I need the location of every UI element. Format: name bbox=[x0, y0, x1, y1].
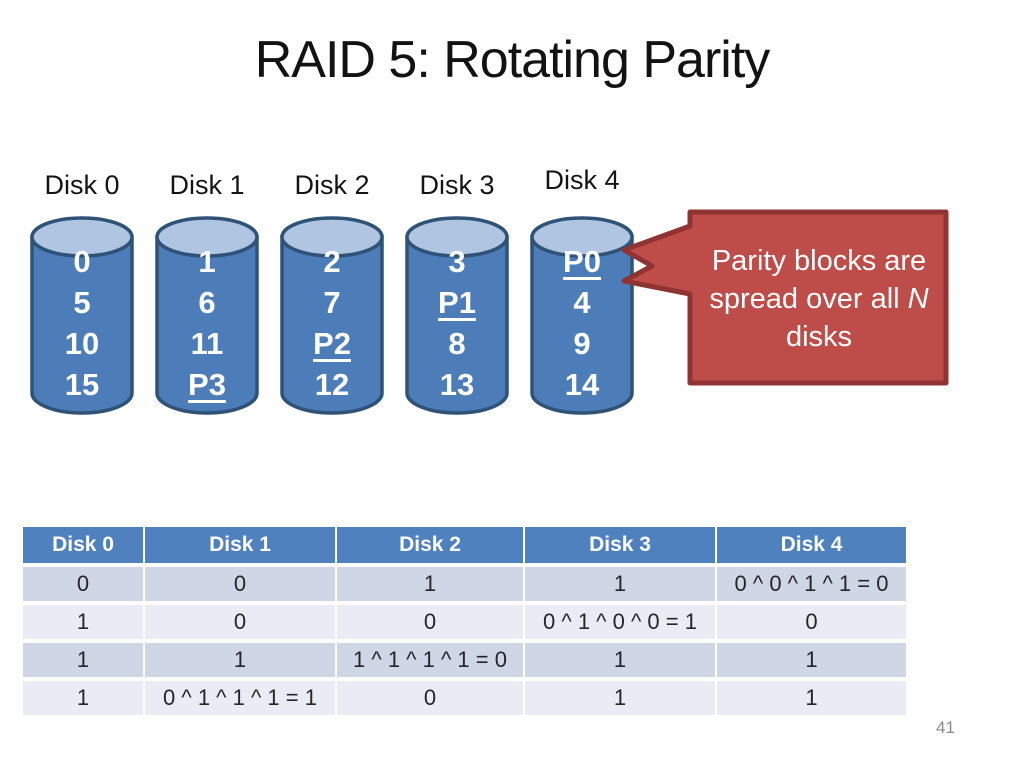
disk-cylinder-icon bbox=[405, 216, 509, 415]
table-cell: 1 bbox=[717, 681, 906, 715]
table-cell: 1 bbox=[337, 567, 523, 601]
disk-cylinder-icon bbox=[530, 216, 634, 415]
table-cell: 1 ^ 1 ^ 1 ^ 1 = 0 bbox=[337, 643, 523, 677]
page-title: RAID 5: Rotating Parity bbox=[254, 31, 771, 89]
table-cell: 0 ^ 1 ^ 1 ^ 1 = 1 bbox=[145, 681, 335, 715]
table-cell: 1 bbox=[525, 681, 715, 715]
cylinder-graphic: P0 4 9 14 bbox=[528, 215, 636, 417]
cylinder-graphic: 2 7 P2 12 bbox=[278, 215, 386, 417]
block-value: 6 bbox=[198, 285, 216, 320]
disk-blocks: 3 P1 8 13 bbox=[403, 241, 511, 405]
table-header-cell: Disk 2 bbox=[337, 527, 523, 563]
disk-column-0: Disk 0 0 5 10 15 bbox=[28, 172, 136, 417]
table-header-cell: Disk 3 bbox=[525, 527, 715, 563]
table-cell: 0 ^ 0 ^ 1 ^ 1 = 0 bbox=[717, 567, 906, 601]
disk-blocks: 0 5 10 15 bbox=[28, 241, 136, 405]
block-value: 2 bbox=[323, 244, 341, 279]
table-cell: 0 bbox=[145, 605, 335, 639]
disk-blocks: P0 4 9 14 bbox=[528, 241, 636, 405]
cylinder-graphic: 1 6 11 P3 bbox=[153, 215, 261, 417]
cylinder-graphic: 3 P1 8 13 bbox=[403, 215, 511, 417]
table-cell: 0 bbox=[145, 567, 335, 601]
table-cell: 0 ^ 1 ^ 0 ^ 0 = 1 bbox=[525, 605, 715, 639]
block-value: 7 bbox=[323, 285, 341, 320]
disk-column-4: Disk 4 P0 4 9 14 bbox=[528, 167, 636, 417]
table-header-cell: Disk 1 bbox=[145, 527, 335, 563]
block-value: 12 bbox=[314, 367, 350, 402]
block-value: 8 bbox=[448, 326, 466, 361]
disk-blocks: 1 6 11 P3 bbox=[153, 241, 261, 405]
disk-label: Disk 3 bbox=[419, 170, 495, 200]
block-value: 10 bbox=[64, 326, 100, 361]
block-value: 3 bbox=[448, 244, 466, 279]
parity-block-value: P0 bbox=[563, 244, 601, 279]
block-value: 4 bbox=[573, 285, 591, 320]
table-cell: 1 bbox=[525, 643, 715, 677]
disk-label: Disk 1 bbox=[169, 170, 245, 200]
callout-text-before: Parity blocks are spread over all bbox=[709, 245, 927, 315]
table-cell: 1 bbox=[145, 643, 335, 677]
table-cell: 0 bbox=[337, 605, 523, 639]
table-header-cell: Disk 0 bbox=[23, 527, 143, 563]
block-value: 9 bbox=[573, 326, 591, 361]
block-value: 15 bbox=[64, 367, 100, 402]
disk-cylinder-icon bbox=[280, 216, 384, 415]
disk-column-1: Disk 1 1 6 11 P3 bbox=[153, 172, 261, 417]
table-cell: 1 bbox=[23, 643, 143, 677]
table-cell: 0 bbox=[337, 681, 523, 715]
parity-block-value: P3 bbox=[188, 367, 226, 402]
callout-emphasis: N bbox=[907, 283, 929, 315]
block-value: 13 bbox=[439, 367, 475, 402]
block-value: 5 bbox=[73, 285, 91, 320]
disk-blocks: 2 7 P2 12 bbox=[278, 241, 386, 405]
callout-text-after: disks bbox=[785, 321, 853, 353]
disk-label: Disk 2 bbox=[294, 170, 370, 200]
block-value: 14 bbox=[564, 367, 600, 402]
block-value: 1 bbox=[198, 244, 216, 279]
table-cell: 1 bbox=[525, 567, 715, 601]
table-cell: 0 bbox=[23, 567, 143, 601]
disk-cylinder-icon bbox=[155, 216, 259, 415]
callout-text: Parity blocks are spread over all N disk… bbox=[690, 242, 948, 356]
disk-column-3: Disk 3 3 P1 8 13 bbox=[403, 172, 511, 417]
parity-table: Disk 0 Disk 1 Disk 2 Disk 3 Disk 4 0 0 1… bbox=[23, 527, 906, 715]
table-cell: 1 bbox=[717, 643, 906, 677]
block-value: 11 bbox=[190, 326, 224, 361]
disk-label: Disk 0 bbox=[44, 170, 120, 200]
callout-bubble bbox=[621, 209, 949, 386]
disk-cylinder-icon bbox=[30, 216, 134, 415]
parity-block-value: P1 bbox=[438, 285, 476, 320]
parity-block-value: P2 bbox=[313, 326, 351, 361]
disk-label: Disk 4 bbox=[544, 165, 620, 195]
block-value: 0 bbox=[73, 244, 91, 279]
table-cell: 1 bbox=[23, 681, 143, 715]
table-cell: 1 bbox=[23, 605, 143, 639]
cylinder-graphic: 0 5 10 15 bbox=[28, 215, 136, 417]
table-header-cell: Disk 4 bbox=[717, 527, 906, 563]
table-cell: 0 bbox=[717, 605, 906, 639]
slide-number: 41 bbox=[936, 718, 955, 737]
disk-column-2: Disk 2 2 7 P2 12 bbox=[278, 172, 386, 417]
